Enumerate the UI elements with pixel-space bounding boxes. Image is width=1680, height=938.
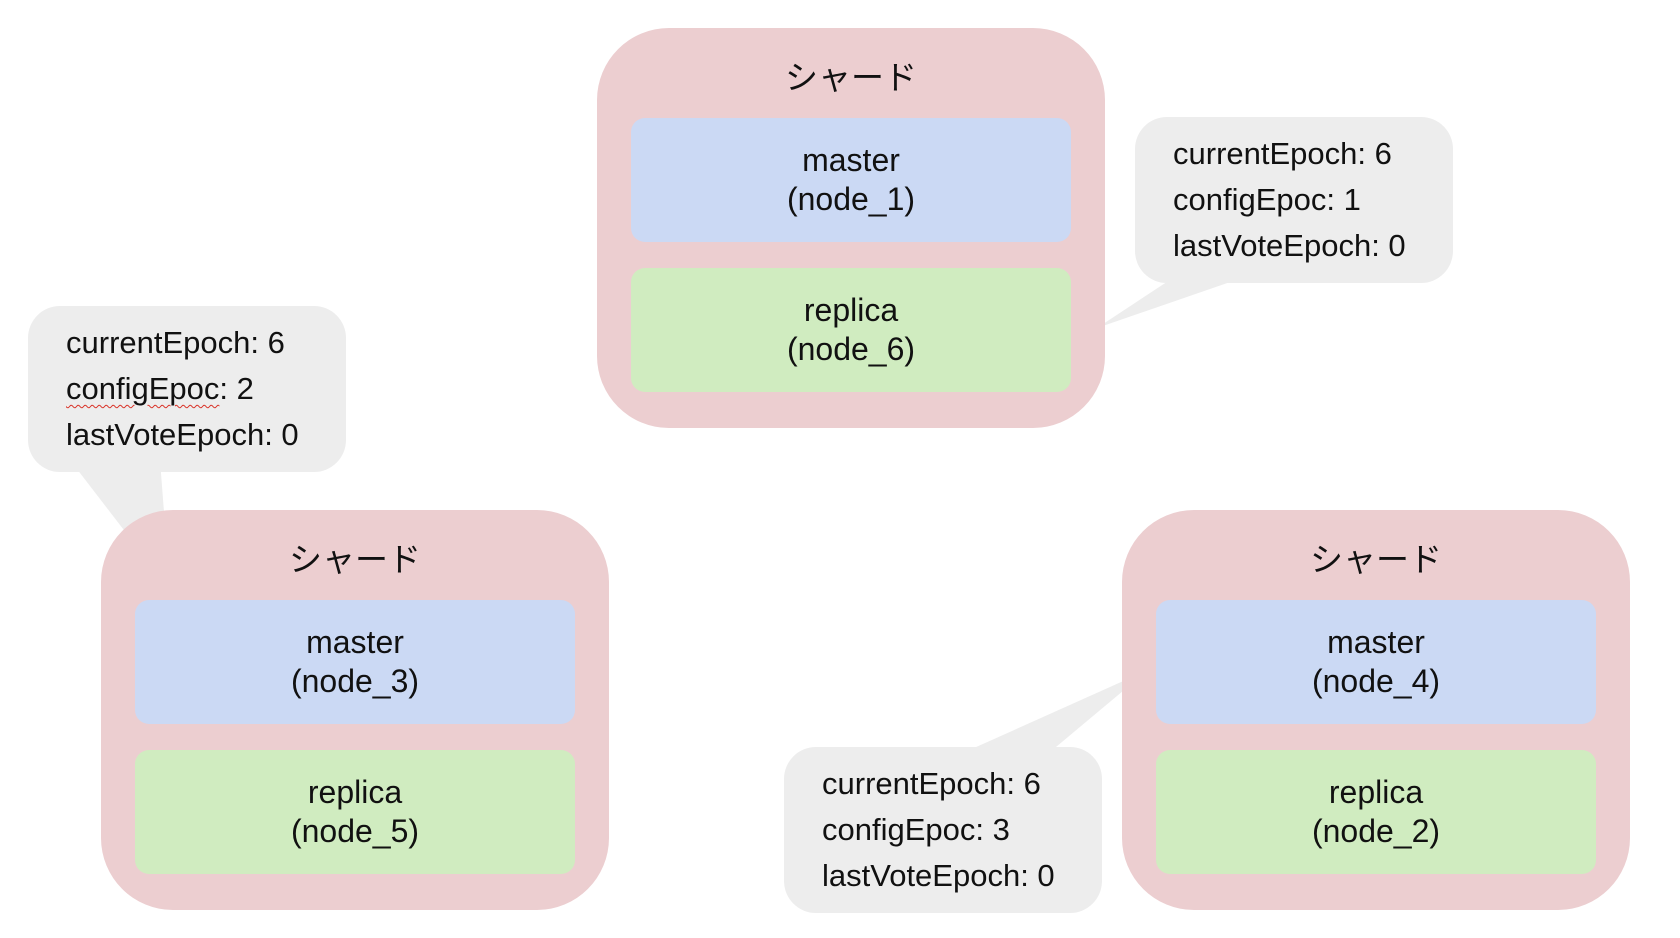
node-id-label: (node_5) [290,813,420,849]
replica-node-5[interactable]: replica (node_5) [135,750,575,874]
config-epoch-value: : 1 [1326,182,1361,217]
replica-node-2[interactable]: replica (node_2) [1156,750,1596,874]
node-id-label: (node_6) [786,331,916,367]
config-epoch-value: : 2 [219,371,254,406]
shard-group-2: シャード master (node_3) replica (node_5) [101,510,609,910]
shard-group-3: シャード master (node_4) replica (node_2) [1122,510,1630,910]
config-epoch-key: configEpoc [66,371,220,406]
shard-title: シャード [785,58,917,97]
node-role-label: replica [1328,774,1424,810]
current-epoch-text: currentEpoch: 6 [66,325,285,360]
epoch-callout-node-3: currentEpoch: 6 configEpoc: 2 lastVoteEp… [28,306,346,472]
last-vote-epoch-text: lastVoteEpoch: 0 [822,858,1055,893]
node-id-label: (node_3) [290,663,420,699]
node-role-label: replica [803,292,899,328]
shard-title: シャード [1310,540,1442,579]
config-epoch-key: configEpoc [1173,182,1327,217]
config-epoch-key: configEpoc [822,812,976,847]
node-id-label: (node_2) [1311,813,1441,849]
node-role-label: replica [307,774,403,810]
master-node-3[interactable]: master (node_3) [135,600,575,724]
node-role-label: master [1327,624,1425,660]
current-epoch-text: currentEpoch: 6 [822,766,1041,801]
epoch-callout-node-6: currentEpoch: 6 configEpoc: 1 lastVoteEp… [1135,117,1453,283]
config-epoch-text: configEpoc: 2 [66,366,346,412]
config-epoch-text: configEpoc: 1 [1173,177,1453,223]
last-vote-epoch-text: lastVoteEpoch: 0 [1173,228,1406,263]
node-id-label: (node_4) [1311,663,1441,699]
master-node-1[interactable]: master (node_1) [631,118,1071,242]
current-epoch-text: currentEpoch: 6 [1173,136,1392,171]
master-node-4[interactable]: master (node_4) [1156,600,1596,724]
config-epoch-value: : 3 [975,812,1010,847]
shard-title: シャード [289,540,421,579]
callout-pointer-replica-node-6 [1097,270,1265,328]
config-epoch-text: configEpoc: 3 [822,807,1102,853]
replica-node-6[interactable]: replica (node_6) [631,268,1071,392]
callout-pointer-master-node-4 [965,670,1148,752]
shard-group-1: シャード master (node_1) replica (node_6) [597,28,1105,428]
node-id-label: (node_1) [786,181,916,217]
node-role-label: master [306,624,404,660]
epoch-callout-node-4: currentEpoch: 6 configEpoc: 3 lastVoteEp… [784,747,1102,913]
last-vote-epoch-text: lastVoteEpoch: 0 [66,417,299,452]
node-role-label: master [802,142,900,178]
